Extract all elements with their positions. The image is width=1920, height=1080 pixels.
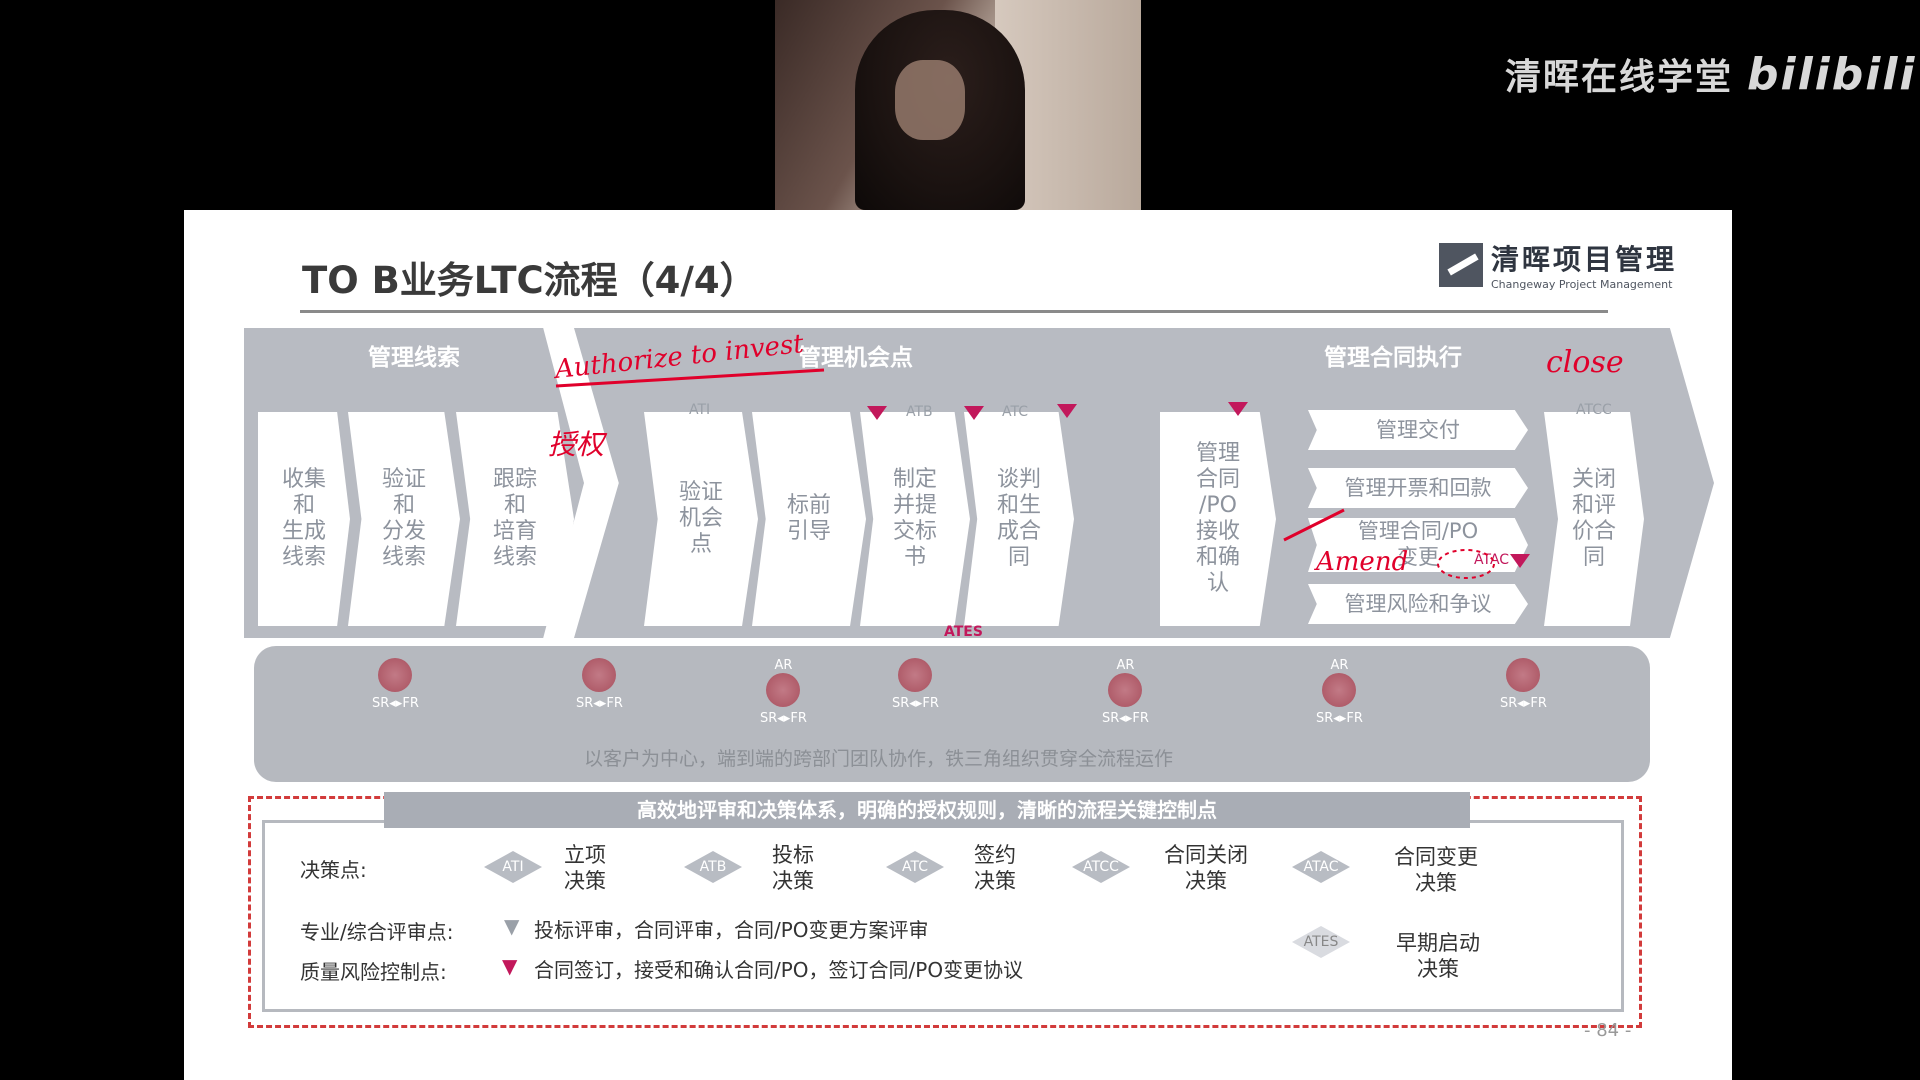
legend-header: 高效地评审和决策体系，明确的授权规则，清晰的流程关键控制点 (384, 792, 1470, 828)
sub-manage-change: 管理合同/PO 变更 (1308, 518, 1528, 572)
presentation-slide: TO B业务LTC流程（4/4） 清晖项目管理 Changeway Projec… (184, 210, 1732, 1080)
logo-en: Changeway Project Management (1491, 278, 1673, 291)
step-submit-bid: 制定 并提 交标 书 (860, 412, 970, 626)
stage-title-contract: 管理合同执行 (1324, 345, 1462, 371)
step-track-leads: 跟踪 和 培育 线索 (456, 412, 574, 626)
roles-caption: 以客户为中心，端到端的跨部门团队协作，铁三角组织贯穿全流程运作 (584, 748, 1174, 770)
watermark-brand: 清晖在线学堂 (1505, 57, 1734, 98)
quality-triangle-icon: ▼ (502, 954, 518, 978)
ati-legend-text: 立项 决策 (564, 843, 606, 893)
atb-diamond-icon: ATB (906, 404, 933, 420)
review-text: 投标评审，合同评审，合同/PO变更方案评审 (534, 918, 929, 942)
review-triangle-icon: ▼ (504, 914, 520, 938)
quality-control-triangle-icon (964, 406, 984, 420)
page-number: - 84 - (1584, 1020, 1632, 1041)
step-accept-contract: 管理 合同 /PO 接收 和确 认 (1160, 412, 1276, 626)
quality-control-triangle-icon (867, 406, 887, 420)
role-group: SR◂▸FR (892, 658, 939, 711)
slide-title: TO B业务LTC流程（4/4） (302, 259, 757, 302)
step-pre-bid-guidance: 标前 引导 (752, 412, 866, 626)
atcc-legend-text: 合同关闭 决策 (1164, 843, 1248, 893)
ates-diamond-icon: ATES (944, 624, 983, 640)
sub-manage-invoicing: 管理开票和回款 (1308, 468, 1528, 508)
atac-legend-text: 合同变更 决策 (1394, 845, 1478, 895)
atb-legend-text: 投标 决策 (772, 843, 814, 893)
webcam-video (775, 0, 1141, 210)
quality-label: 质量风险控制点: (300, 960, 447, 984)
atc-legend-text: 签约 决策 (974, 843, 1016, 893)
presenter-face (895, 60, 965, 140)
quality-control-triangle-icon (1228, 402, 1248, 416)
logo-cn: 清晖项目管理 (1491, 243, 1678, 276)
atc-diamond-icon: ATC (1002, 404, 1028, 420)
step-negotiate-contract: 谈判 和生 成合 同 (964, 412, 1074, 626)
quality-text: 合同签订，接受和确认合同/PO，签订合同/PO变更协议 (534, 958, 1024, 982)
atcc-diamond-icon: ATCC (1576, 402, 1612, 418)
title-divider (300, 310, 1608, 313)
sub-manage-risk: 管理风险和争议 (1308, 584, 1528, 624)
role-group: SR◂▸FR (576, 658, 623, 711)
role-group: SR◂▸FR (372, 658, 419, 711)
step-verify-opportunity: 验证 机会 点 (644, 412, 758, 626)
bilibili-logo: bilibili (1747, 49, 1917, 100)
roles-band (254, 646, 1650, 782)
atac-diamond-icon: ATAC (1474, 552, 1510, 568)
quality-control-triangle-icon (1510, 554, 1530, 568)
role-group: SR◂▸FR (1500, 658, 1547, 711)
step-verify-leads: 验证 和 分发 线索 (348, 412, 460, 626)
step-close-contract: 关闭 和评 价合 同 (1544, 412, 1644, 626)
logo-mark-icon (1439, 242, 1483, 287)
company-logo: 清晖项目管理 Changeway Project Management (1439, 238, 1677, 291)
sub-manage-delivery: 管理交付 (1308, 410, 1528, 450)
quality-control-triangle-icon (1057, 404, 1077, 418)
step-collect-leads: 收集 和 生成 线索 (258, 412, 350, 626)
review-label: 专业/综合评审点: (300, 920, 454, 944)
stage-title-leads: 管理线索 (368, 345, 460, 371)
ates-legend-text: 早期启动 决策 (1396, 931, 1480, 981)
channel-watermark: 清晖在线学堂 bilibili (1505, 48, 1917, 100)
stage-title-opportunity: 管理机会点 (798, 345, 913, 371)
ati-diamond-icon: ATI (689, 402, 711, 418)
decision-label: 决策点: (300, 858, 367, 882)
